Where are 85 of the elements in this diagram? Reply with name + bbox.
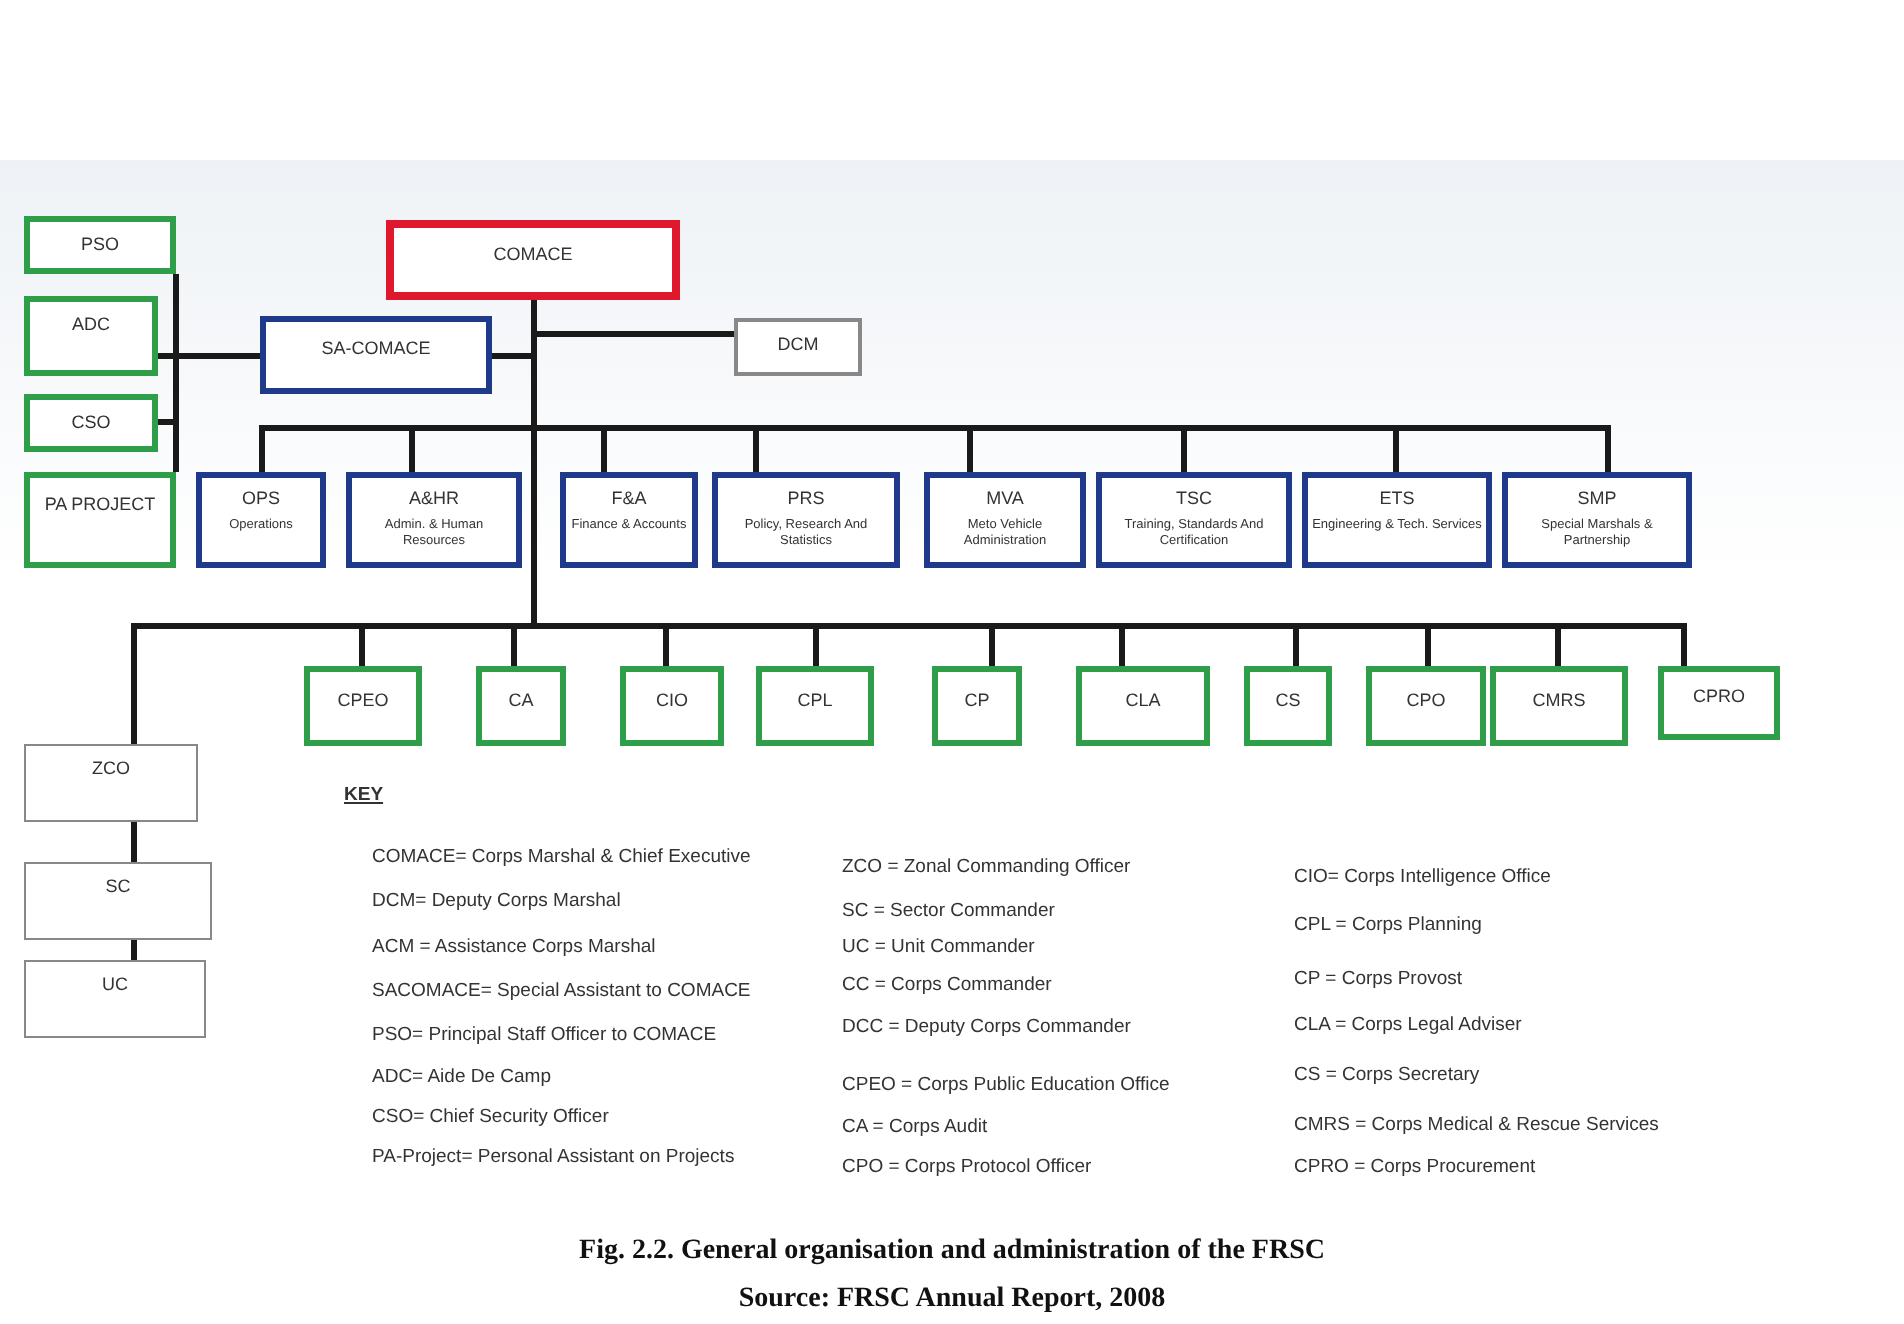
org-box: [24, 296, 158, 376]
unit-code: CPRO: [1692, 686, 1745, 708]
org-box: [932, 666, 1022, 746]
key-entry: CMRS = Corps Medical & Rescue Services: [1294, 1114, 1659, 1136]
key-entry: SACOMACE= Special Assistant to COMACE: [372, 980, 751, 1002]
unit-code: SC: [105, 876, 131, 898]
key-entry: CC = Corps Commander: [842, 974, 1052, 996]
key-entry: PA-Project= Personal Assistant on Projects: [372, 1146, 735, 1168]
unit-code: CMRS: [1532, 690, 1586, 712]
unit-code: ADC: [71, 314, 110, 336]
key-entry: CS = Corps Secretary: [1294, 1064, 1480, 1086]
key-entry: PSO= Principal Staff Officer to COMACE: [372, 1024, 717, 1046]
org-box: [24, 472, 176, 568]
unit-code: COMACE: [493, 244, 573, 266]
unit-code: CPL: [797, 690, 833, 712]
key-entry: ACM = Assistance Corps Marshal: [372, 936, 656, 958]
org-box: [346, 472, 522, 568]
key-entry: CPO = Corps Protocol Officer: [842, 1156, 1092, 1178]
source-note: Source: FRSC Annual Report, 2008: [736, 1284, 1168, 1316]
connector-line: [131, 822, 137, 862]
org-box: [24, 216, 176, 274]
org-box: [1366, 666, 1486, 746]
key-entry: CLA = Corps Legal Adviser: [1294, 1014, 1522, 1036]
key-heading: KEY: [344, 784, 384, 806]
org-box: [1302, 472, 1492, 568]
key-entry: DCC = Deputy Corps Commander: [842, 1016, 1131, 1038]
key-entry: CIO= Corps Intelligence Office: [1294, 866, 1551, 888]
key-entry: ADC= Aide De Camp: [372, 1066, 551, 1088]
unit-code: ETS: [1379, 488, 1415, 510]
org-box: [24, 744, 198, 822]
key-entry: DCM= Deputy Corps Marshal: [372, 890, 621, 912]
org-box: [196, 472, 326, 568]
unit-code: CLA: [1125, 690, 1161, 712]
unit-code: TSC: [1176, 488, 1212, 510]
org-box: [560, 472, 698, 568]
org-box: [24, 960, 206, 1038]
unit-code: SMP: [1577, 488, 1617, 510]
unit-code: DCM: [777, 334, 819, 356]
unit-code: MVA: [986, 488, 1024, 510]
org-box: [734, 318, 862, 376]
unit-code: CPO: [1406, 690, 1446, 712]
key-entry: ZCO = Zonal Commanding Officer: [842, 856, 1131, 878]
key-entry: CPL = Corps Planning: [1294, 914, 1482, 936]
unit-code: CPEO: [337, 690, 389, 712]
org-box: [476, 666, 566, 746]
unit-code: CS: [1275, 690, 1301, 712]
unit-code: CA: [508, 690, 534, 712]
figure-caption: Fig. 2.2. General organisation and administration of the FRSC: [577, 1236, 1327, 1268]
org-box: [712, 472, 900, 568]
key-entry: UC = Unit Commander: [842, 936, 1035, 958]
key-entry: CPRO = Corps Procurement: [1294, 1156, 1536, 1178]
org-box: [24, 862, 212, 940]
org-box: [1096, 472, 1292, 568]
key-entry: COMACE= Corps Marshal & Chief Executive: [372, 846, 751, 868]
key-entry: CP = Corps Provost: [1294, 968, 1463, 990]
unit-code: SA-COMACE: [321, 338, 431, 360]
unit-code: PSO: [80, 234, 119, 256]
key-entry: CSO= Chief Security Officer: [372, 1106, 609, 1128]
unit-code: CP: [964, 690, 990, 712]
unit-code: UC: [102, 974, 128, 996]
unit-code: PRS: [787, 488, 825, 510]
connector-line: [131, 940, 137, 960]
key-entry: CPEO = Corps Public Education Office: [842, 1074, 1170, 1096]
connector-line: [131, 300, 537, 744]
key-entry: SC = Sector Commander: [842, 900, 1055, 922]
org-box: [1658, 666, 1780, 740]
unit-code: A&HR: [408, 488, 459, 510]
unit-code: CSO: [71, 412, 111, 434]
org-box: [260, 316, 492, 394]
org-box: [924, 472, 1086, 568]
unit-code: OPS: [241, 488, 280, 510]
org-box: [1076, 666, 1210, 746]
unit-code: CIO: [655, 690, 688, 712]
key-entry: CA = Corps Audit: [842, 1116, 988, 1138]
org-box: [1490, 666, 1628, 746]
org-box: [304, 666, 422, 746]
org-box: [386, 220, 680, 300]
org-box: [756, 666, 874, 746]
org-box: [24, 394, 158, 452]
org-box: [620, 666, 724, 746]
org-box: [1244, 666, 1332, 746]
unit-code: ZCO: [92, 758, 130, 780]
unit-code: PA PROJECT: [44, 494, 156, 516]
org-box: [1502, 472, 1692, 568]
unit-code: F&A: [611, 488, 647, 510]
